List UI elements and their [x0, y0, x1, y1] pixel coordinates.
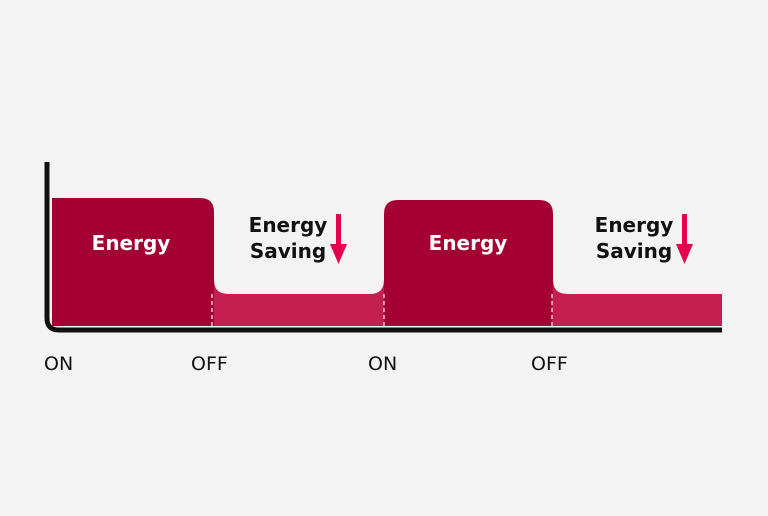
saving-label-1-line2: Saving [250, 239, 326, 263]
axis-label-on-1: ON [44, 353, 73, 375]
energy-label-1: Energy [92, 231, 171, 255]
saving-label-2-line1: Energy [595, 213, 674, 237]
saving-band-1-top [214, 294, 384, 326]
axis-label-off-1: OFF [191, 353, 228, 375]
saving-band-1-corner [214, 280, 228, 294]
energy-label-2: Energy [429, 231, 508, 255]
saving-band-1-rise [370, 280, 384, 294]
down-arrow-icon [676, 214, 693, 264]
saving-label-2-line2: Saving [596, 239, 672, 263]
saving-band-2-corner [553, 280, 567, 294]
saving-band-2-top [553, 294, 722, 326]
axis-line [44, 162, 722, 333]
down-arrow-icon [330, 214, 347, 264]
axis-label-on-2: ON [368, 353, 397, 375]
energy-block-2 [370, 200, 567, 326]
saving-label-1-line1: Energy [249, 213, 328, 237]
axis-label-off-2: OFF [531, 353, 568, 375]
